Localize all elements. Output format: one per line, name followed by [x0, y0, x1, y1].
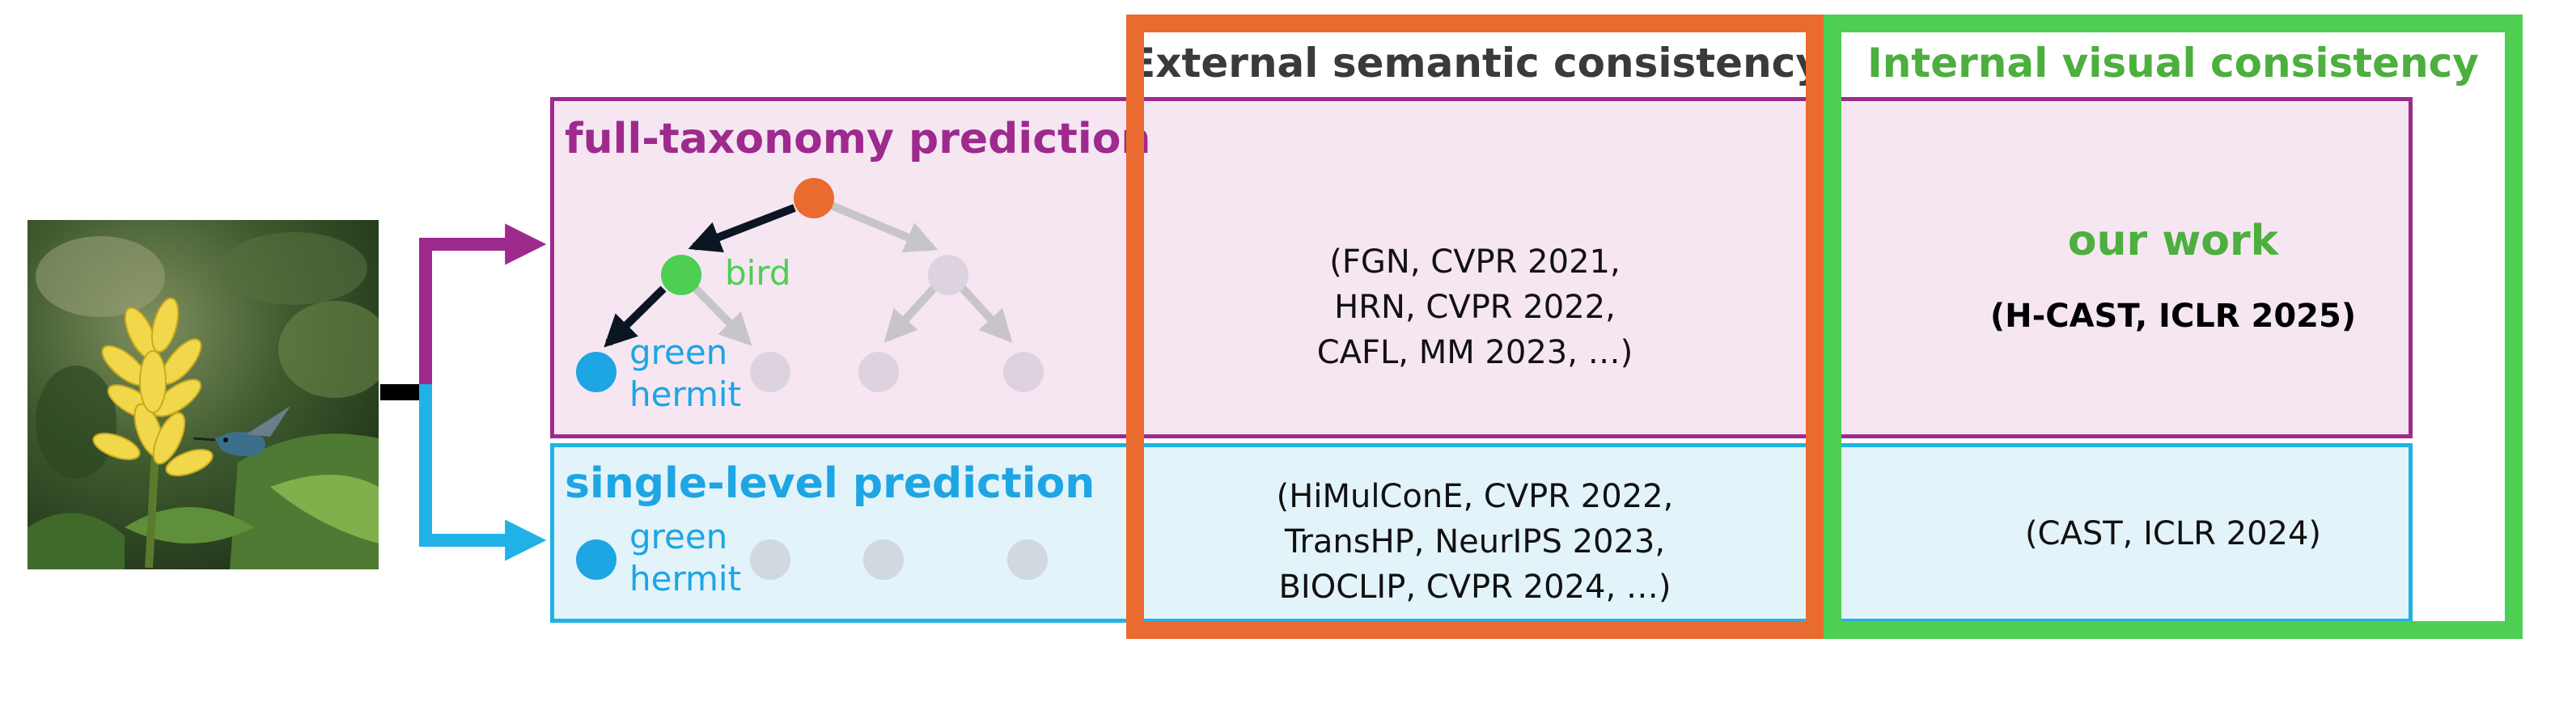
full-taxonomy-band: [550, 97, 2413, 438]
hummingbird-photo: [28, 220, 379, 569]
ref-line: (FGN, CVPR 2021,: [1329, 243, 1621, 281]
tree-node: [858, 352, 899, 392]
green-hermit-node: [576, 352, 616, 392]
ref-line: BIOCLIP, CVPR 2024, …): [1278, 569, 1671, 606]
tree-node: [750, 352, 790, 392]
bird-node: [661, 255, 701, 295]
full-taxonomy-title: full-taxonomy prediction: [565, 115, 1151, 163]
predicted-edge: [604, 285, 667, 348]
label-line: hermit: [629, 374, 742, 414]
bird-label: bird: [725, 253, 791, 293]
level-node: [863, 539, 904, 580]
label-line: hermit: [629, 559, 742, 598]
tree-edge: [883, 279, 943, 343]
tree-edge: [954, 279, 1013, 343]
ref-line: TransHP, NeurIPS 2023,: [1284, 523, 1666, 560]
ref-line: (HiMulConE, CVPR 2022,: [1276, 478, 1674, 515]
full-taxonomy-external-refs: (FGN, CVPR 2021, HRN, CVPR 2022, CAFL, M…: [1144, 186, 1806, 429]
tree-node: [1003, 352, 1044, 392]
ref-line: CAFL, MM 2023, …): [1316, 334, 1633, 371]
internal-consistency-header: Internal visual consistency: [1867, 40, 2479, 87]
single-level-title: single-level prediction: [565, 459, 1095, 508]
label-line: green: [629, 517, 728, 556]
single-level-external-refs: (HiMulConE, CVPR 2022, TransHP, NeurIPS …: [1144, 461, 1806, 623]
external-consistency-frame: [1126, 15, 1824, 639]
green-hermit-label: green hermit: [629, 516, 741, 600]
cast-ref: (CAST, ICLR 2024): [2024, 515, 2322, 552]
arrow-to-full-taxonomy: [419, 223, 547, 400]
external-consistency-header: External semantic consistency: [1128, 40, 1822, 87]
h-cast-ref: (H-CAST, ICLR 2025): [1989, 298, 2357, 335]
arrow-to-single-level: [419, 384, 547, 561]
green-hermit-node: [576, 539, 616, 580]
internal-consistency-frame: [1824, 15, 2523, 639]
green-hermit-label: green hermit: [629, 332, 741, 416]
single-level-band: [550, 443, 2413, 623]
level-node: [1007, 539, 1048, 580]
level-node: [750, 539, 790, 580]
ref-line: HRN, CVPR 2022,: [1334, 289, 1616, 326]
tree-edge: [691, 284, 752, 346]
our-work-label: our work: [2067, 217, 2279, 265]
tree-node: [928, 255, 968, 295]
tree-edge: [812, 194, 938, 253]
predicted-edge: [688, 204, 796, 253]
label-line: green: [629, 332, 728, 372]
root-node: [794, 178, 834, 218]
